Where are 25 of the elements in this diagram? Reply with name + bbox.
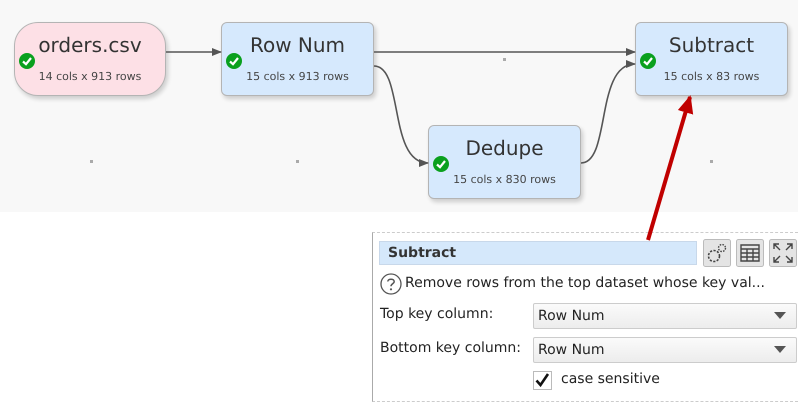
data-source-node [14,22,166,96]
checkbox-label: case sensitive [561,371,660,387]
field-label: Bottom key column: [380,340,522,356]
connector-arrow [374,48,636,56]
connector-arrow [166,48,222,56]
pointer-arrow [646,95,694,241]
row-count: 15 cols x 830 rows [453,173,556,186]
process-node [428,125,581,199]
settings-panel [372,232,798,402]
row-count: 15 cols x 913 rows [246,70,349,83]
dropdown: Row Num [533,303,797,329]
row-count: 15 cols x 83 rows [664,70,760,83]
node-title: Row Num [250,33,346,57]
node-title: Dedupe [465,136,544,160]
field-label: Top key column: [380,306,494,322]
process-node [221,22,374,96]
operation-description: Remove rows from the top dataset whose key val... [405,275,766,291]
dropdown: Row Num [533,337,797,363]
connector-arrow [580,62,636,164]
row-count: 14 cols x 913 rows [38,70,142,83]
process-node [635,22,788,96]
node-title: orders.csv [38,33,142,57]
node-title: Subtract [668,33,754,57]
panel-title: Subtract [379,241,697,265]
connector-arrow [374,65,429,166]
